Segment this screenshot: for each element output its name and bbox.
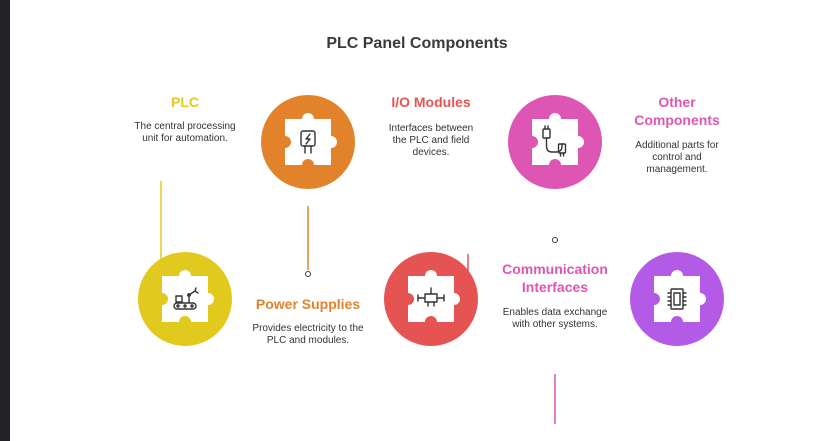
cable-connectors-icon	[542, 125, 567, 157]
conveyor-robot-icon	[173, 287, 199, 310]
power-connector-dot	[305, 271, 311, 277]
network-junction-icon	[417, 287, 445, 307]
power-description: Provides electricity to the PLC and modu…	[252, 323, 364, 346]
comm-connector-dot	[552, 237, 558, 243]
io-puzzle-node	[384, 252, 478, 346]
left-edge-strip	[0, 0, 10, 441]
other-description: Additional parts for control and managem…	[635, 140, 719, 175]
other-puzzle-node	[630, 252, 724, 346]
plc-description: The central processing unit for automati…	[134, 121, 236, 144]
power-puzzle-node	[261, 95, 355, 189]
plc-puzzle-node	[138, 252, 232, 346]
other-label: Other Components	[634, 94, 720, 128]
power-plug-icon	[300, 130, 316, 154]
power-label: Power Supplies	[255, 296, 361, 312]
comm-description: Enables data exchange with other systems…	[502, 307, 608, 330]
comm-puzzle-node	[508, 95, 602, 189]
io-description: Interfaces between the PLC and field dev…	[388, 123, 474, 158]
comm-label: Communication Interfaces	[502, 261, 608, 295]
microchip-icon	[667, 288, 687, 310]
plc-label: PLC	[171, 94, 199, 110]
io-label: I/O Modules	[391, 94, 471, 110]
page-title: PLC Panel Components	[326, 35, 508, 52]
